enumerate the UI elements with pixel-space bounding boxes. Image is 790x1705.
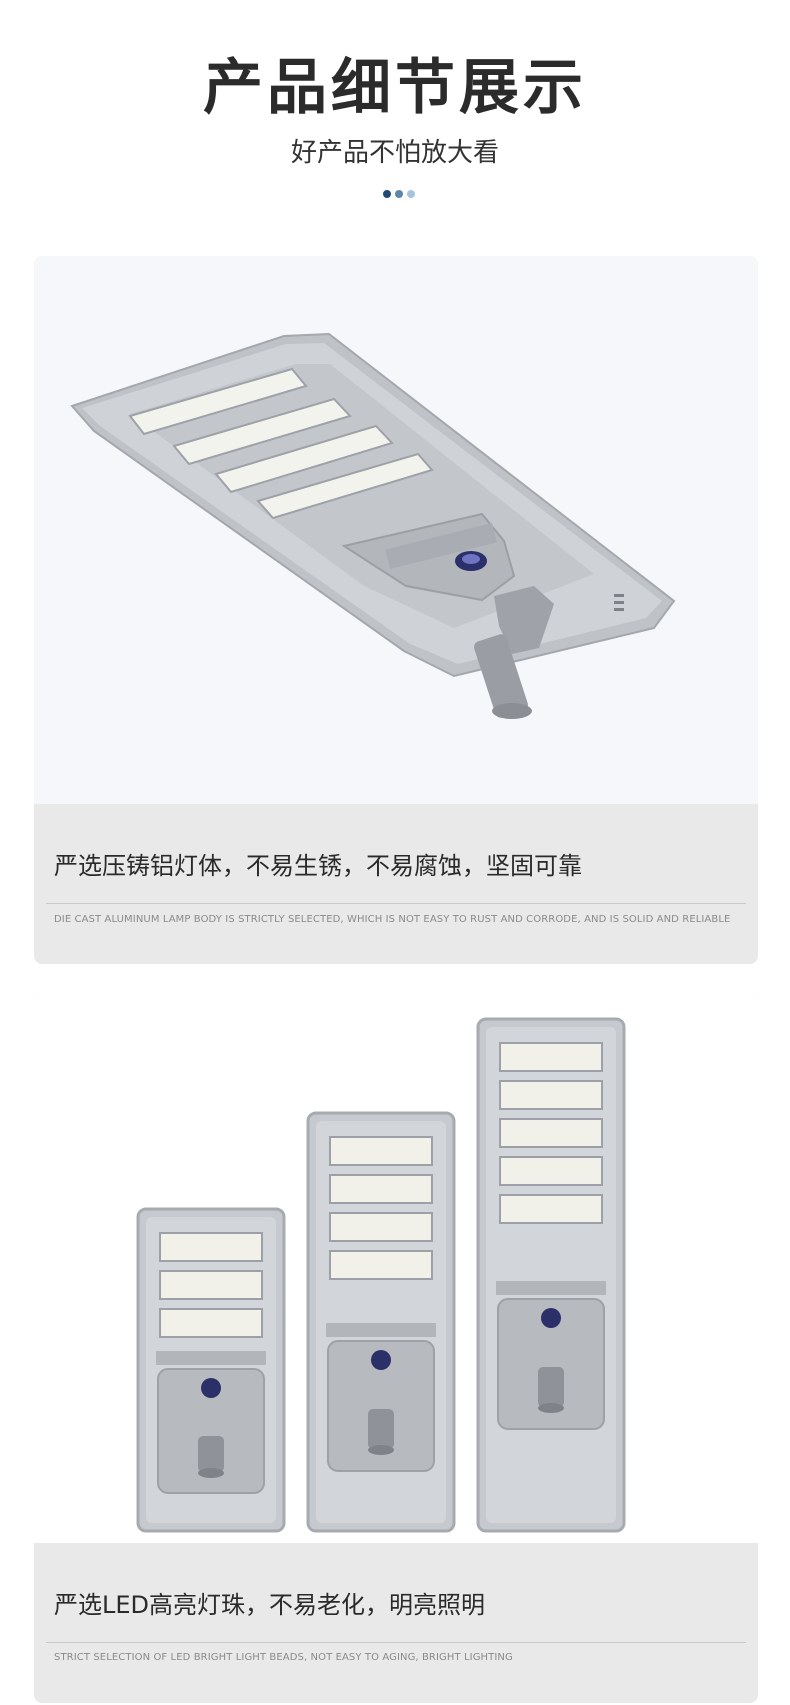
medium-lamp bbox=[306, 1111, 456, 1533]
product-image-angled-lamp bbox=[34, 256, 758, 804]
dot-3 bbox=[407, 190, 415, 198]
page-title: 产品细节展示 bbox=[203, 53, 587, 123]
angled-street-lamp-illustration bbox=[70, 332, 676, 719]
product-image-three-lamps bbox=[34, 991, 758, 1543]
detail-card-led-beads: 严选LED高亮灯珠，不易老化，明亮照明 STRICT SELECTION OF … bbox=[34, 991, 758, 1703]
dot-1 bbox=[383, 190, 391, 198]
section-caption-english: STRICT SELECTION OF LED BRIGHT LIGHT BEA… bbox=[54, 1652, 513, 1663]
section-caption: 严选压铸铝灯体，不易生锈，不易腐蚀，坚固可靠 bbox=[54, 852, 582, 880]
three-lamp-sizes-illustration bbox=[136, 1017, 626, 1533]
caption-divider bbox=[46, 903, 746, 904]
section-caption-english: DIE CAST ALUMINUM LAMP BODY IS STRICTLY … bbox=[54, 914, 731, 925]
small-lamp bbox=[136, 1207, 286, 1533]
detail-card-die-cast-body: 严选压铸铝灯体，不易生锈，不易腐蚀，坚固可靠 DIE CAST ALUMINUM… bbox=[34, 256, 758, 964]
dot-2 bbox=[395, 190, 403, 198]
page-subtitle: 好产品不怕放大看 bbox=[290, 138, 499, 168]
large-lamp bbox=[476, 1017, 626, 1533]
led-panels bbox=[128, 367, 434, 520]
decorative-dots bbox=[383, 190, 415, 199]
page-header: 产品细节展示 好产品不怕放大看 bbox=[0, 0, 790, 230]
section-caption: 严选LED高亮灯珠，不易老化，明亮照明 bbox=[54, 1591, 486, 1619]
caption-divider bbox=[46, 1642, 746, 1643]
